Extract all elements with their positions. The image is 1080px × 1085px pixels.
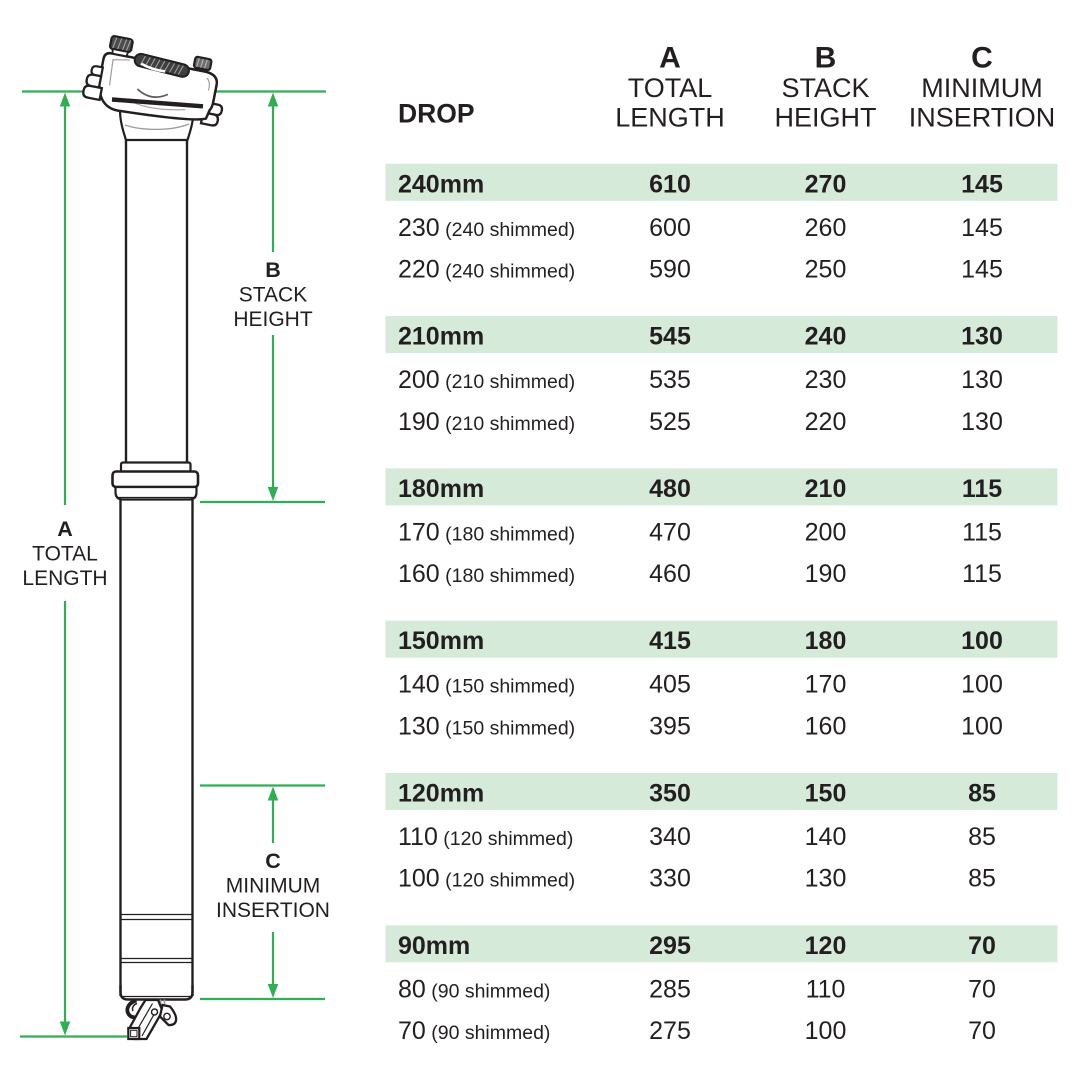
svg-text:115: 115 [962, 560, 1002, 588]
svg-text:350: 350 [649, 780, 691, 808]
svg-text:A: A [659, 42, 681, 75]
svg-text:120mm: 120mm [398, 780, 484, 808]
svg-text:STACK: STACK [239, 284, 307, 307]
svg-text:470: 470 [649, 518, 691, 546]
svg-text:100 (120 shimmed): 100 (120 shimmed) [398, 865, 575, 893]
svg-text:600: 600 [649, 214, 691, 242]
svg-text:70: 70 [968, 1017, 996, 1045]
svg-text:C: C [971, 42, 993, 75]
svg-text:145: 145 [961, 214, 1003, 242]
svg-text:180: 180 [805, 627, 847, 655]
svg-text:220 (240 shimmed): 220 (240 shimmed) [398, 256, 575, 284]
svg-text:LENGTH: LENGTH [22, 567, 107, 590]
svg-text:610: 610 [649, 170, 691, 198]
svg-text:85: 85 [968, 780, 996, 808]
svg-text:100: 100 [961, 712, 1003, 740]
svg-text:395: 395 [649, 712, 691, 740]
svg-text:HEIGHT: HEIGHT [774, 103, 876, 133]
svg-text:240: 240 [805, 323, 847, 351]
svg-text:230: 230 [805, 366, 847, 394]
svg-text:A: A [57, 517, 73, 541]
svg-text:INSERTION: INSERTION [216, 899, 330, 922]
svg-text:460: 460 [649, 560, 691, 588]
svg-text:TOTAL: TOTAL [32, 543, 98, 566]
svg-text:170: 170 [805, 671, 847, 699]
svg-text:160 (180 shimmed): 160 (180 shimmed) [398, 560, 575, 588]
svg-text:110 (120 shimmed): 110 (120 shimmed) [398, 823, 573, 851]
svg-text:80 (90 shimmed): 80 (90 shimmed) [398, 975, 550, 1003]
svg-text:270: 270 [805, 170, 847, 198]
svg-text:190: 190 [805, 560, 847, 588]
svg-text:200 (210 shimmed): 200 (210 shimmed) [398, 366, 575, 394]
svg-text:B: B [265, 258, 281, 282]
svg-text:LENGTH: LENGTH [615, 103, 725, 133]
svg-text:130: 130 [961, 408, 1003, 436]
svg-text:405: 405 [649, 671, 691, 699]
svg-text:240mm: 240mm [398, 170, 484, 198]
svg-text:B: B [815, 42, 837, 75]
svg-text:90mm: 90mm [398, 932, 470, 960]
svg-text:590: 590 [649, 256, 691, 284]
svg-text:MINIMUM: MINIMUM [921, 73, 1042, 103]
svg-text:140: 140 [805, 823, 847, 851]
svg-text:130: 130 [961, 366, 1003, 394]
svg-text:STACK: STACK [781, 73, 869, 103]
svg-text:275: 275 [649, 1017, 691, 1045]
svg-text:295: 295 [649, 932, 691, 960]
svg-text:115: 115 [962, 475, 1002, 503]
svg-text:110: 110 [806, 975, 846, 1003]
svg-text:190 (210 shimmed): 190 (210 shimmed) [398, 408, 575, 436]
svg-text:260: 260 [805, 214, 847, 242]
svg-text:130: 130 [805, 865, 847, 893]
svg-text:200: 200 [805, 518, 847, 546]
svg-text:210: 210 [805, 475, 847, 503]
svg-text:525: 525 [649, 408, 691, 436]
svg-text:MINIMUM: MINIMUM [226, 875, 320, 898]
svg-text:250: 250 [805, 256, 847, 284]
svg-text:145: 145 [961, 256, 1003, 284]
svg-text:85: 85 [968, 865, 996, 893]
svg-text:70: 70 [968, 975, 996, 1003]
svg-text:180mm: 180mm [398, 475, 484, 503]
svg-text:160: 160 [805, 712, 847, 740]
svg-text:140 (150 shimmed): 140 (150 shimmed) [398, 671, 575, 699]
svg-text:C: C [265, 849, 281, 873]
svg-text:535: 535 [649, 366, 691, 394]
svg-text:100: 100 [961, 627, 1003, 655]
svg-text:130 (150 shimmed): 130 (150 shimmed) [398, 712, 575, 740]
svg-text:100: 100 [961, 671, 1003, 699]
svg-text:330: 330 [649, 865, 691, 893]
svg-text:70 (90 shimmed): 70 (90 shimmed) [398, 1017, 550, 1045]
svg-text:230 (240 shimmed): 230 (240 shimmed) [398, 214, 575, 242]
svg-text:TOTAL: TOTAL [628, 73, 713, 103]
svg-text:220: 220 [805, 408, 847, 436]
svg-text:545: 545 [649, 323, 691, 351]
svg-text:145: 145 [961, 170, 1003, 198]
svg-text:100: 100 [805, 1017, 847, 1045]
svg-text:340: 340 [649, 823, 691, 851]
svg-text:415: 415 [649, 627, 691, 655]
svg-text:150: 150 [805, 780, 847, 808]
svg-text:480: 480 [649, 475, 691, 503]
svg-text:70: 70 [968, 932, 996, 960]
svg-text:115: 115 [962, 518, 1002, 546]
svg-text:INSERTION: INSERTION [909, 103, 1056, 133]
svg-text:210mm: 210mm [398, 323, 484, 351]
svg-text:285: 285 [649, 975, 691, 1003]
svg-text:130: 130 [961, 323, 1003, 351]
svg-text:85: 85 [968, 823, 996, 851]
svg-text:DROP: DROP [398, 99, 475, 129]
svg-text:HEIGHT: HEIGHT [233, 308, 313, 331]
svg-text:150mm: 150mm [398, 627, 484, 655]
svg-text:120: 120 [805, 932, 847, 960]
svg-text:170 (180 shimmed): 170 (180 shimmed) [398, 518, 575, 546]
